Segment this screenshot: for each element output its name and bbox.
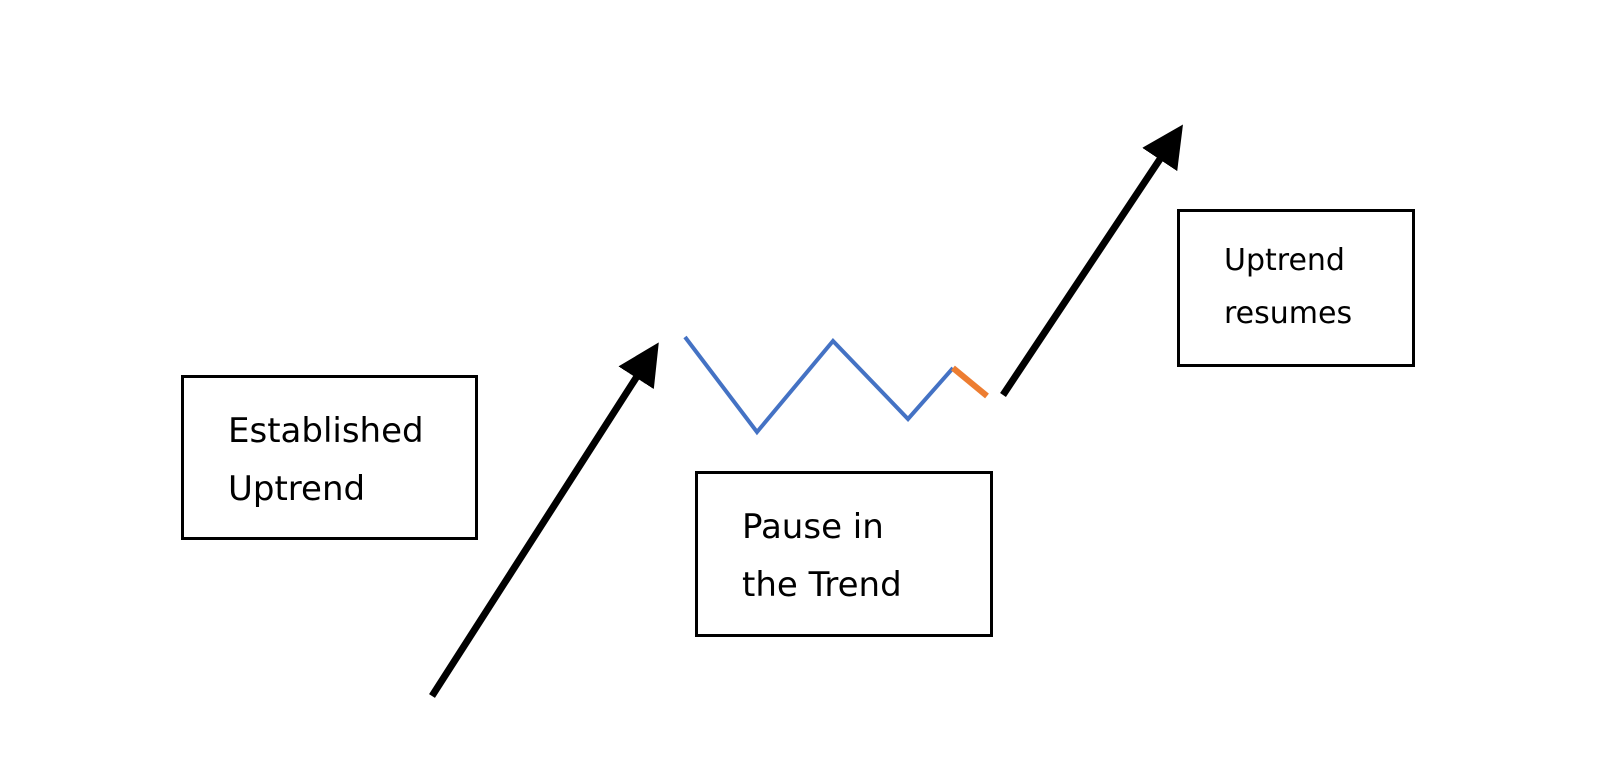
box-label-line: Uptrend bbox=[1224, 243, 1345, 278]
established-uptrend-arrow bbox=[429, 342, 659, 698]
box-label-line: resumes bbox=[1224, 296, 1353, 331]
breakout-segment bbox=[951, 365, 989, 399]
uptrend-resumes-box: Uptrend resumes bbox=[1177, 209, 1415, 367]
established-uptrend-box: Established Uptrend bbox=[181, 375, 478, 540]
box-label-line: Established bbox=[228, 411, 424, 451]
pause-in-trend-box: Pause in the Trend bbox=[695, 471, 993, 637]
uptrend-resumes-arrow bbox=[1000, 124, 1183, 397]
box-label-line: Uptrend bbox=[228, 469, 366, 509]
pause-zigzag-line bbox=[683, 335, 955, 436]
box-label-line: the Trend bbox=[742, 565, 902, 605]
box-label-line: Pause in bbox=[742, 507, 884, 547]
